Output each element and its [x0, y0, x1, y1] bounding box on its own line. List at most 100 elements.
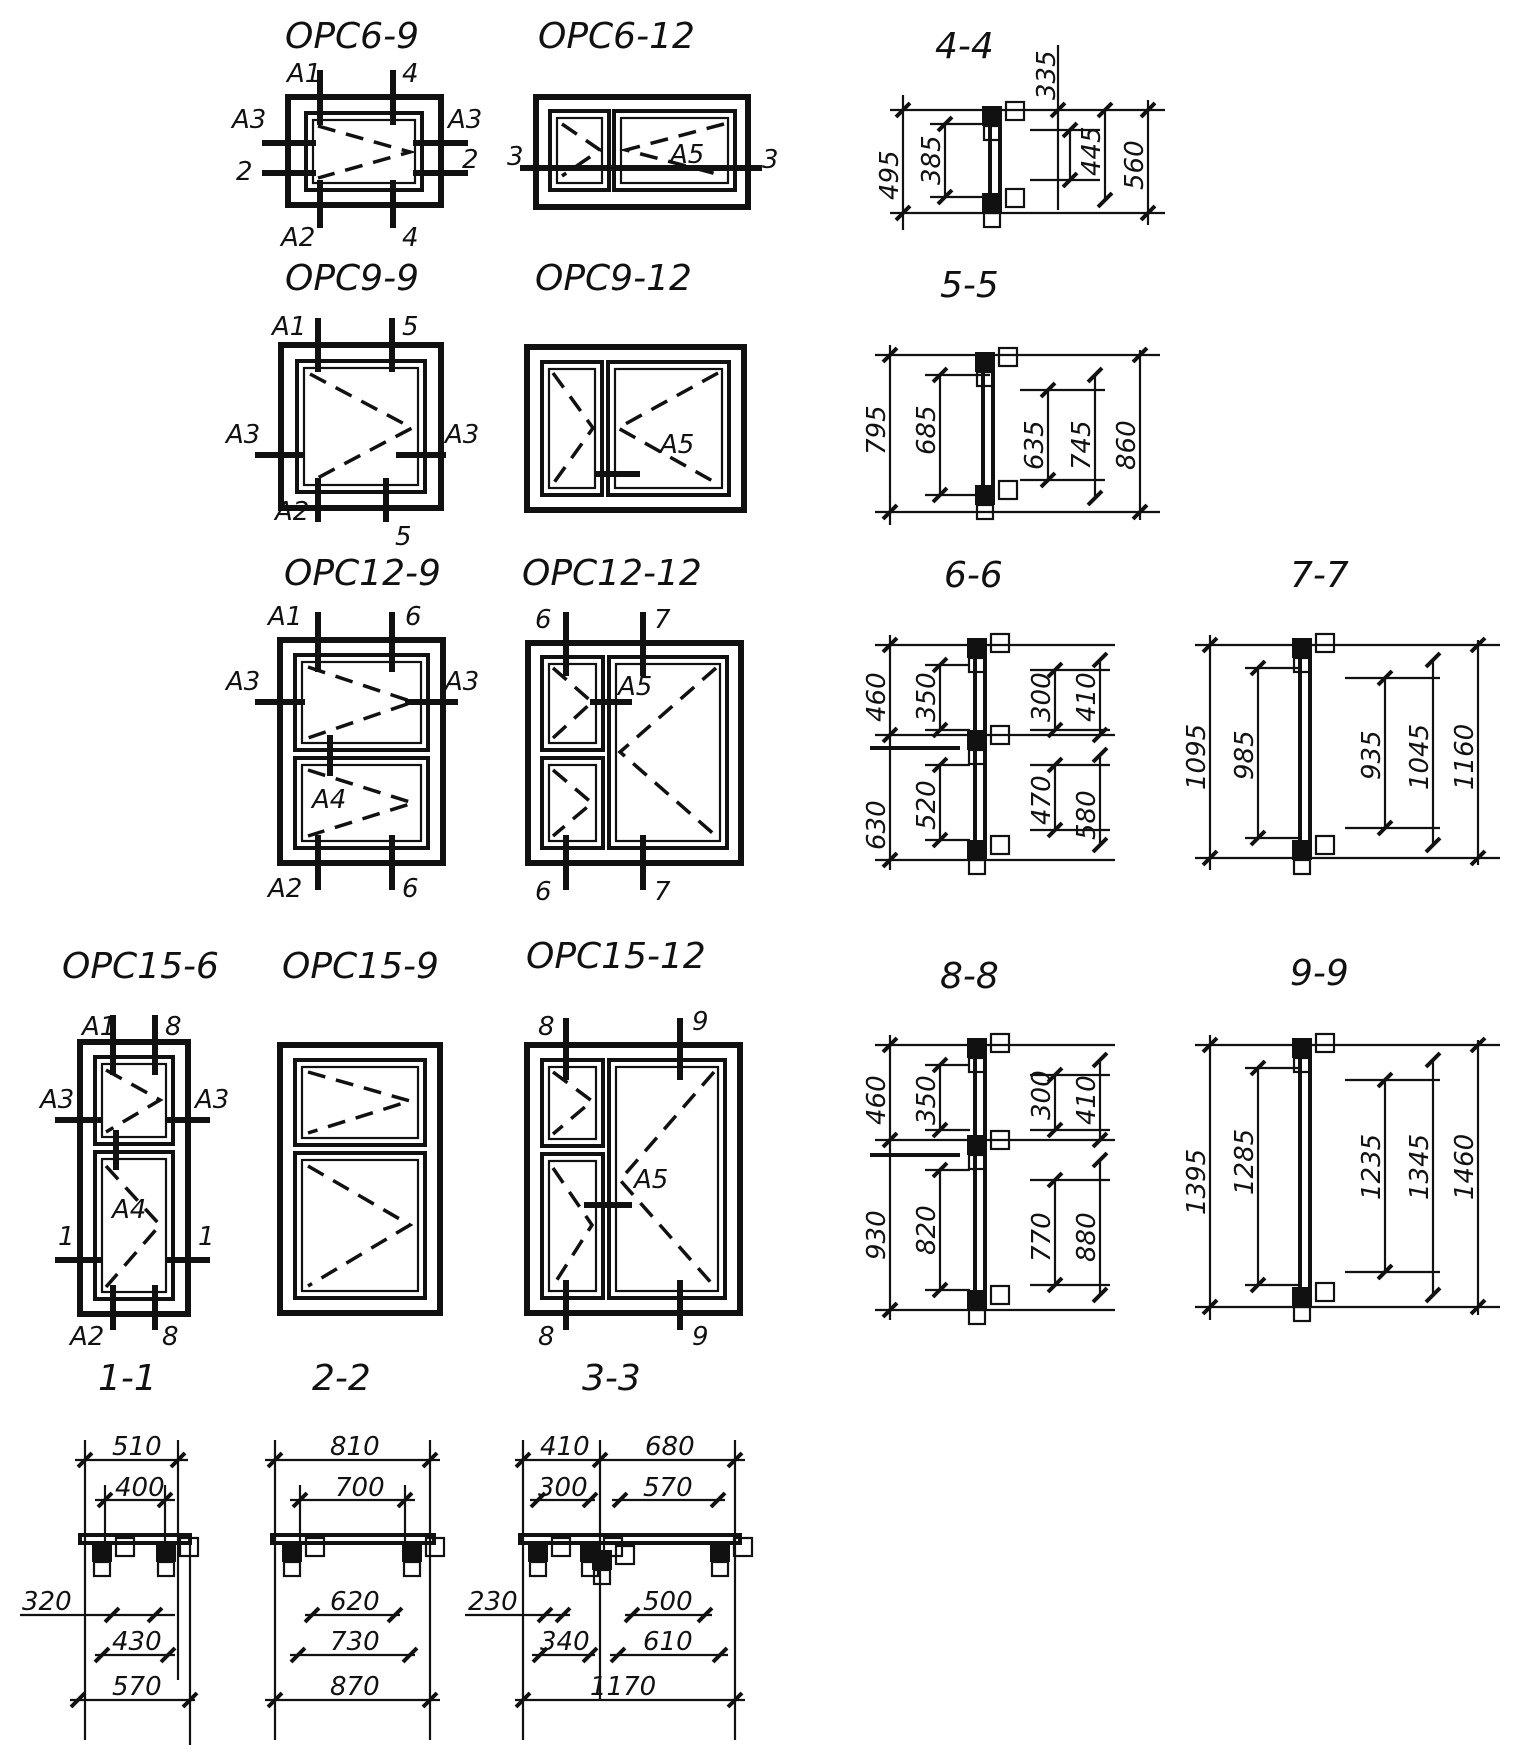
dim-1-1-570: 570 [112, 1672, 162, 1702]
mark-a1-r2: А1 [270, 312, 306, 342]
dim-7-7-1160: 1160 [1450, 724, 1480, 790]
section-2-2 [265, 1440, 446, 1740]
title-section-8-8: 8-8 [940, 956, 999, 997]
title-ors12-9: ОРС12-9 [284, 553, 441, 594]
dim-9-9-1395: 1395 [1182, 1149, 1212, 1215]
dim-3-3-680: 680 [645, 1432, 695, 1462]
mark-8-bottom-a: 8 [162, 1322, 179, 1352]
mark-a2-r2: А2 [273, 497, 309, 527]
section-3-3 [465, 1440, 754, 1740]
title-ors15-6: ОРС15-6 [62, 946, 219, 987]
mark-8-bottom-b: 8 [538, 1322, 555, 1352]
dim-4-4-495: 495 [875, 150, 905, 200]
mark-7-bottom: 7 [654, 877, 671, 907]
dim-9-9-1460: 1460 [1450, 1134, 1480, 1200]
dim-3-3-500: 500 [643, 1587, 693, 1617]
mark-a3-left-r2: А3 [224, 420, 260, 450]
section-5-5 [875, 345, 1160, 525]
mark-9-bottom: 9 [692, 1322, 709, 1352]
dim-1-1-430: 430 [112, 1627, 162, 1657]
mark-a2-r4: А2 [68, 1322, 104, 1352]
title-section-1-1: 1-1 [98, 1358, 157, 1399]
dim-8-8-880: 880 [1072, 1212, 1102, 1262]
mark-7-top: 7 [654, 605, 671, 635]
dim-7-7-935: 935 [1357, 730, 1387, 780]
mark-a1-r3: А1 [266, 602, 302, 632]
dim-6-6-580: 580 [1072, 790, 1102, 840]
mark-3-left: 3 [507, 142, 524, 172]
section-1-1 [20, 1440, 200, 1745]
elevation-ors9-12 [524, 344, 747, 513]
dim-3-3-230: 230 [468, 1587, 518, 1617]
title-ors15-9: ОРС15-9 [282, 946, 439, 987]
dim-8-8-770: 770 [1027, 1212, 1057, 1262]
mark-6-bottom-b: 6 [535, 877, 552, 907]
dim-5-5-685: 685 [912, 405, 942, 455]
dim-6-6-300: 300 [1027, 672, 1057, 722]
elevation-ors6-12 [520, 94, 762, 210]
mark-a3-left-r4: А3 [38, 1085, 74, 1115]
mark-a4-r4: А4 [110, 1195, 146, 1225]
title-ors15-12: ОРС15-12 [526, 936, 706, 977]
dim-8-8-410: 410 [1072, 1075, 1102, 1125]
dim-8-8-300: 300 [1027, 1070, 1057, 1120]
dim-3-3-340: 340 [540, 1627, 590, 1657]
mark-5-bottom: 5 [395, 522, 412, 552]
mark-6-bottom-a: 6 [402, 874, 419, 904]
dim-7-7-985: 985 [1230, 730, 1260, 780]
mark-3-right: 3 [762, 145, 779, 175]
dim-5-5-795: 795 [862, 405, 892, 455]
section-6-6 [870, 632, 1115, 876]
dim-8-8-930: 930 [862, 1210, 892, 1260]
mark-9-top: 9 [692, 1007, 709, 1037]
dim-2-2-870: 870 [330, 1672, 380, 1702]
elevation-ors15-12 [524, 1018, 743, 1330]
mark-2-right: 2 [462, 145, 479, 175]
mark-a5: А5 [668, 140, 704, 170]
dim-4-4-445: 445 [1077, 126, 1107, 176]
mark-a1-r4: А1 [80, 1012, 116, 1042]
dim-5-5-635: 635 [1020, 420, 1050, 470]
dim-5-5-745: 745 [1067, 420, 1097, 470]
mark-8-top-a: 8 [165, 1012, 182, 1042]
dim-6-6-460: 460 [862, 672, 892, 722]
mark-6-top-b: 6 [535, 605, 552, 635]
mark-2-left: 2 [236, 157, 253, 187]
dim-4-4-385: 385 [917, 135, 947, 185]
dim-4-4-335: 335 [1032, 50, 1062, 100]
mark-a2: А2 [279, 223, 315, 253]
dim-6-6-520: 520 [912, 780, 942, 830]
mark-4-bottom: 4 [402, 223, 419, 253]
dim-8-8-820: 820 [912, 1205, 942, 1255]
dim-8-8-460: 460 [862, 1075, 892, 1125]
dim-7-7-1095: 1095 [1182, 724, 1212, 790]
dim-5-5-860: 860 [1112, 420, 1142, 470]
elevation-ors15-9 [277, 1042, 443, 1316]
elevation-ors6-9 [262, 70, 468, 228]
mark-a1: А1 [285, 59, 321, 89]
title-ors9-12: ОРС9-12 [535, 258, 692, 299]
dim-6-6-350: 350 [912, 672, 942, 722]
title-section-9-9: 9-9 [1290, 953, 1349, 994]
dim-8-8-350: 350 [912, 1075, 942, 1125]
section-9-9 [1195, 1032, 1500, 1323]
mark-1-right: 1 [198, 1222, 215, 1252]
section-4-4 [890, 45, 1165, 230]
title-ors12-12: ОРС12-12 [522, 553, 702, 594]
mark-a3-right-r3: А3 [443, 667, 479, 697]
dim-1-1-400: 400 [115, 1473, 165, 1503]
mark-a3-right-r2: А3 [443, 420, 479, 450]
title-section-2-2: 2-2 [312, 1358, 371, 1399]
dim-6-6-630: 630 [862, 800, 892, 850]
section-8-8 [870, 1032, 1115, 1326]
dim-2-2-810: 810 [330, 1432, 380, 1462]
dim-6-6-410: 410 [1072, 672, 1102, 722]
title-ors9-9: ОРС9-9 [285, 258, 419, 299]
title-section-3-3: 3-3 [582, 1358, 641, 1399]
dim-9-9-1235: 1235 [1357, 1134, 1387, 1200]
mark-a5-r3: А5 [616, 672, 652, 702]
title-section-5-5: 5-5 [940, 265, 999, 306]
dim-3-3-300: 300 [538, 1473, 588, 1503]
dim-9-9-1345: 1345 [1405, 1134, 1435, 1200]
